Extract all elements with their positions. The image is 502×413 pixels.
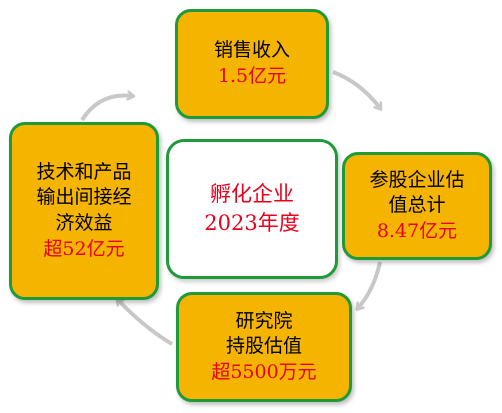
node-label: 输出间接经: [36, 186, 132, 209]
node-label: 销售收入: [213, 39, 290, 62]
node-value: 8.47亿元: [376, 219, 458, 242]
node-label: 参股企业估: [369, 168, 465, 191]
node-equity-valuation: 参股企业估 值总计 8.47亿元: [342, 152, 492, 260]
node-sales-revenue: 销售收入 1.5亿元: [175, 9, 329, 119]
cycle-arrow-top-right: [332, 70, 380, 108]
node-label: 持股估值: [225, 335, 302, 358]
node-institute-holdings: 研究院 持股估值 超5500万元: [176, 292, 352, 402]
node-label: 技术和产品: [36, 160, 132, 183]
cycle-arrow-bottom-left: [118, 300, 174, 346]
center-hub: 孵化企业 2023年度: [166, 139, 338, 279]
node-value: 超5500万元: [211, 360, 317, 383]
node-value: 1.5亿元: [217, 65, 287, 87]
center-title: 孵化企业: [210, 181, 294, 206]
center-year: 2023年度: [204, 211, 300, 235]
node-label: 济效益: [55, 212, 113, 234]
node-value: 超52亿元: [43, 237, 125, 260]
cycle-arrow-left-top: [80, 96, 132, 122]
node-label: 研究院: [235, 309, 293, 332]
cycle-arrow-right-bottom: [358, 261, 382, 308]
node-tech-output-benefit: 技术和产品 输出间接经 济效益 超52亿元: [9, 122, 159, 300]
node-label: 值总计: [388, 194, 446, 217]
